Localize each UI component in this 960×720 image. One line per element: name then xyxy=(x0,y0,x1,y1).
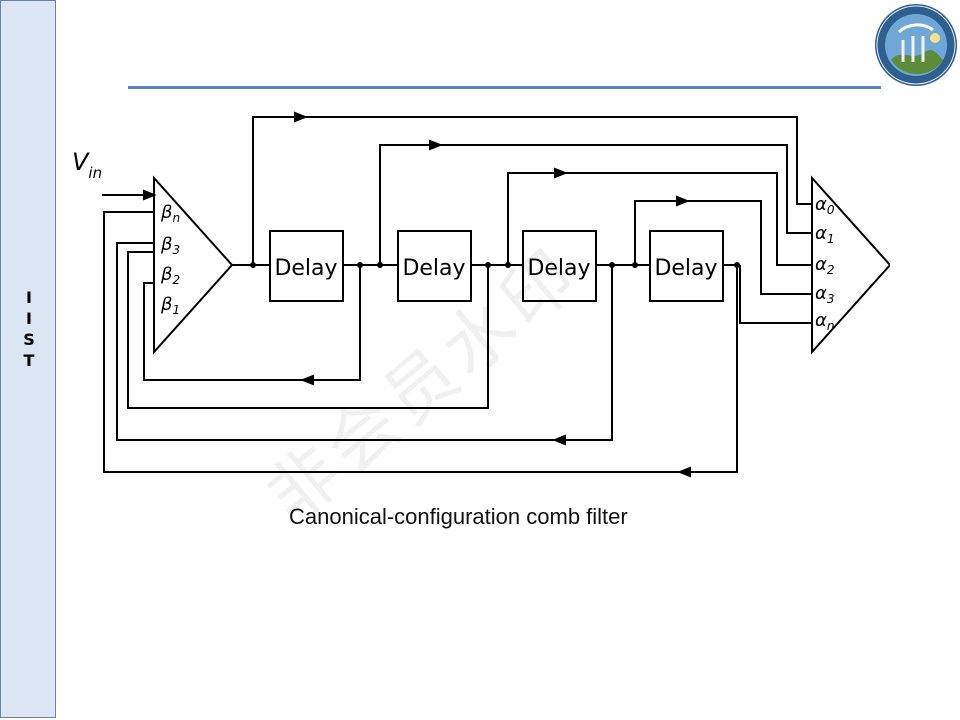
title-rule xyxy=(128,86,881,89)
forward-path-1 xyxy=(379,144,812,265)
sidebar-letter: T xyxy=(23,351,35,370)
comb-filter-diagram: Vin Vout Delay Delay Delay Delay βn β3 β… xyxy=(72,111,890,478)
beta-label-n: βn xyxy=(160,202,180,225)
feedback-path-3 xyxy=(116,242,613,441)
sidebar-letter: S xyxy=(23,330,35,349)
delay-label-3: Delay xyxy=(527,256,590,281)
forward-path-3 xyxy=(634,200,812,295)
alpha-label-0: α0 xyxy=(815,194,835,217)
alpha-label-n: αn xyxy=(815,310,834,333)
forward-path-n xyxy=(739,265,812,324)
alpha-label-1: α1 xyxy=(815,223,835,246)
input-label: Vin xyxy=(72,148,102,182)
beta-label-3: β3 xyxy=(160,234,180,257)
beta-label-1: β1 xyxy=(160,294,180,317)
alpha-label-2: α2 xyxy=(815,254,835,277)
alpha-label-3: α3 xyxy=(815,283,835,306)
delay-label-2: Delay xyxy=(402,256,465,281)
forward-path-0 xyxy=(252,116,812,265)
figure-caption: Canonical-configuration comb filter xyxy=(289,504,628,529)
feedback-path-n xyxy=(103,211,738,473)
sidebar: I I S T xyxy=(0,0,56,718)
forward-path-2 xyxy=(507,172,812,266)
delay-label-4: Delay xyxy=(654,256,717,281)
beta-label-2: β2 xyxy=(160,264,180,287)
sidebar-letter: I xyxy=(26,309,32,328)
delay-label-1: Delay xyxy=(274,256,337,281)
sidebar-letter: I xyxy=(26,288,32,307)
sidebar-letters: I I S T xyxy=(1,287,57,371)
feedback-path-1 xyxy=(143,265,361,381)
beta-amplifier xyxy=(153,175,234,355)
feedback-path-2 xyxy=(127,251,489,409)
iist-logo xyxy=(875,4,957,86)
